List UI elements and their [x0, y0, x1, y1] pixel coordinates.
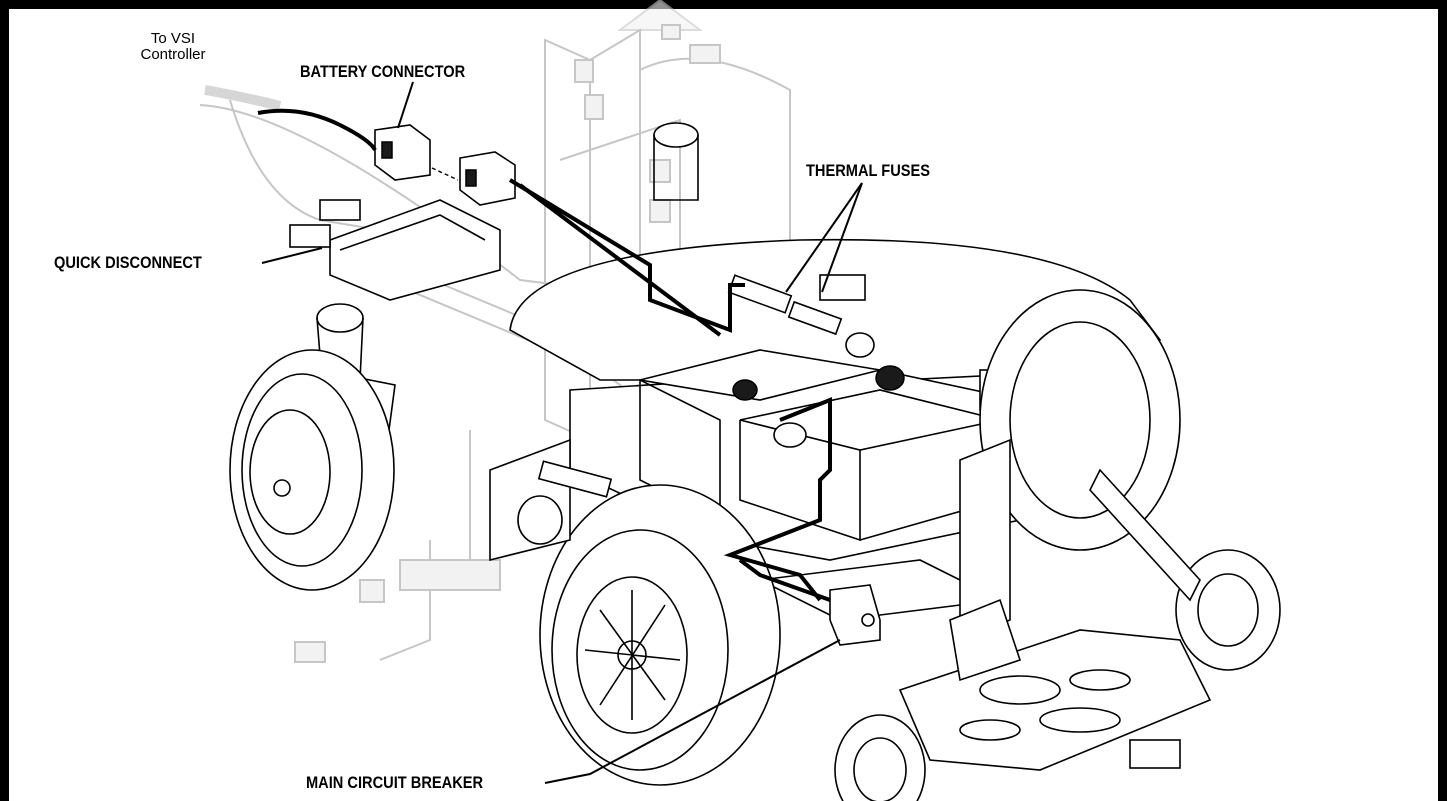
battery-terminals [732, 332, 905, 448]
rear-caster-post [653, 122, 699, 201]
motor [489, 438, 613, 562]
quick-disconnect-label: QUICK DISCONNECT [54, 253, 202, 272]
battery-connector-label: BATTERY CONNECTOR [300, 62, 466, 81]
vsi-controller-note: To VSI Controller [140, 30, 206, 63]
battery-connector [374, 124, 516, 206]
drive-wheel-right [979, 289, 1181, 551]
main-circuit-breaker [829, 584, 881, 646]
leader-lines [261, 81, 863, 784]
thermal-fuses-label: THERMAL FUSES [806, 161, 931, 180]
wiring-harness [257, 108, 832, 602]
drive-wheel-left [539, 484, 781, 786]
main-circuit-breaker-label: MAIN CIRCUIT BREAKER [306, 773, 484, 792]
front-caster [229, 303, 396, 591]
quick-disconnect [289, 199, 501, 301]
footplate [834, 438, 1281, 801]
ghost-connectors [294, 24, 721, 663]
